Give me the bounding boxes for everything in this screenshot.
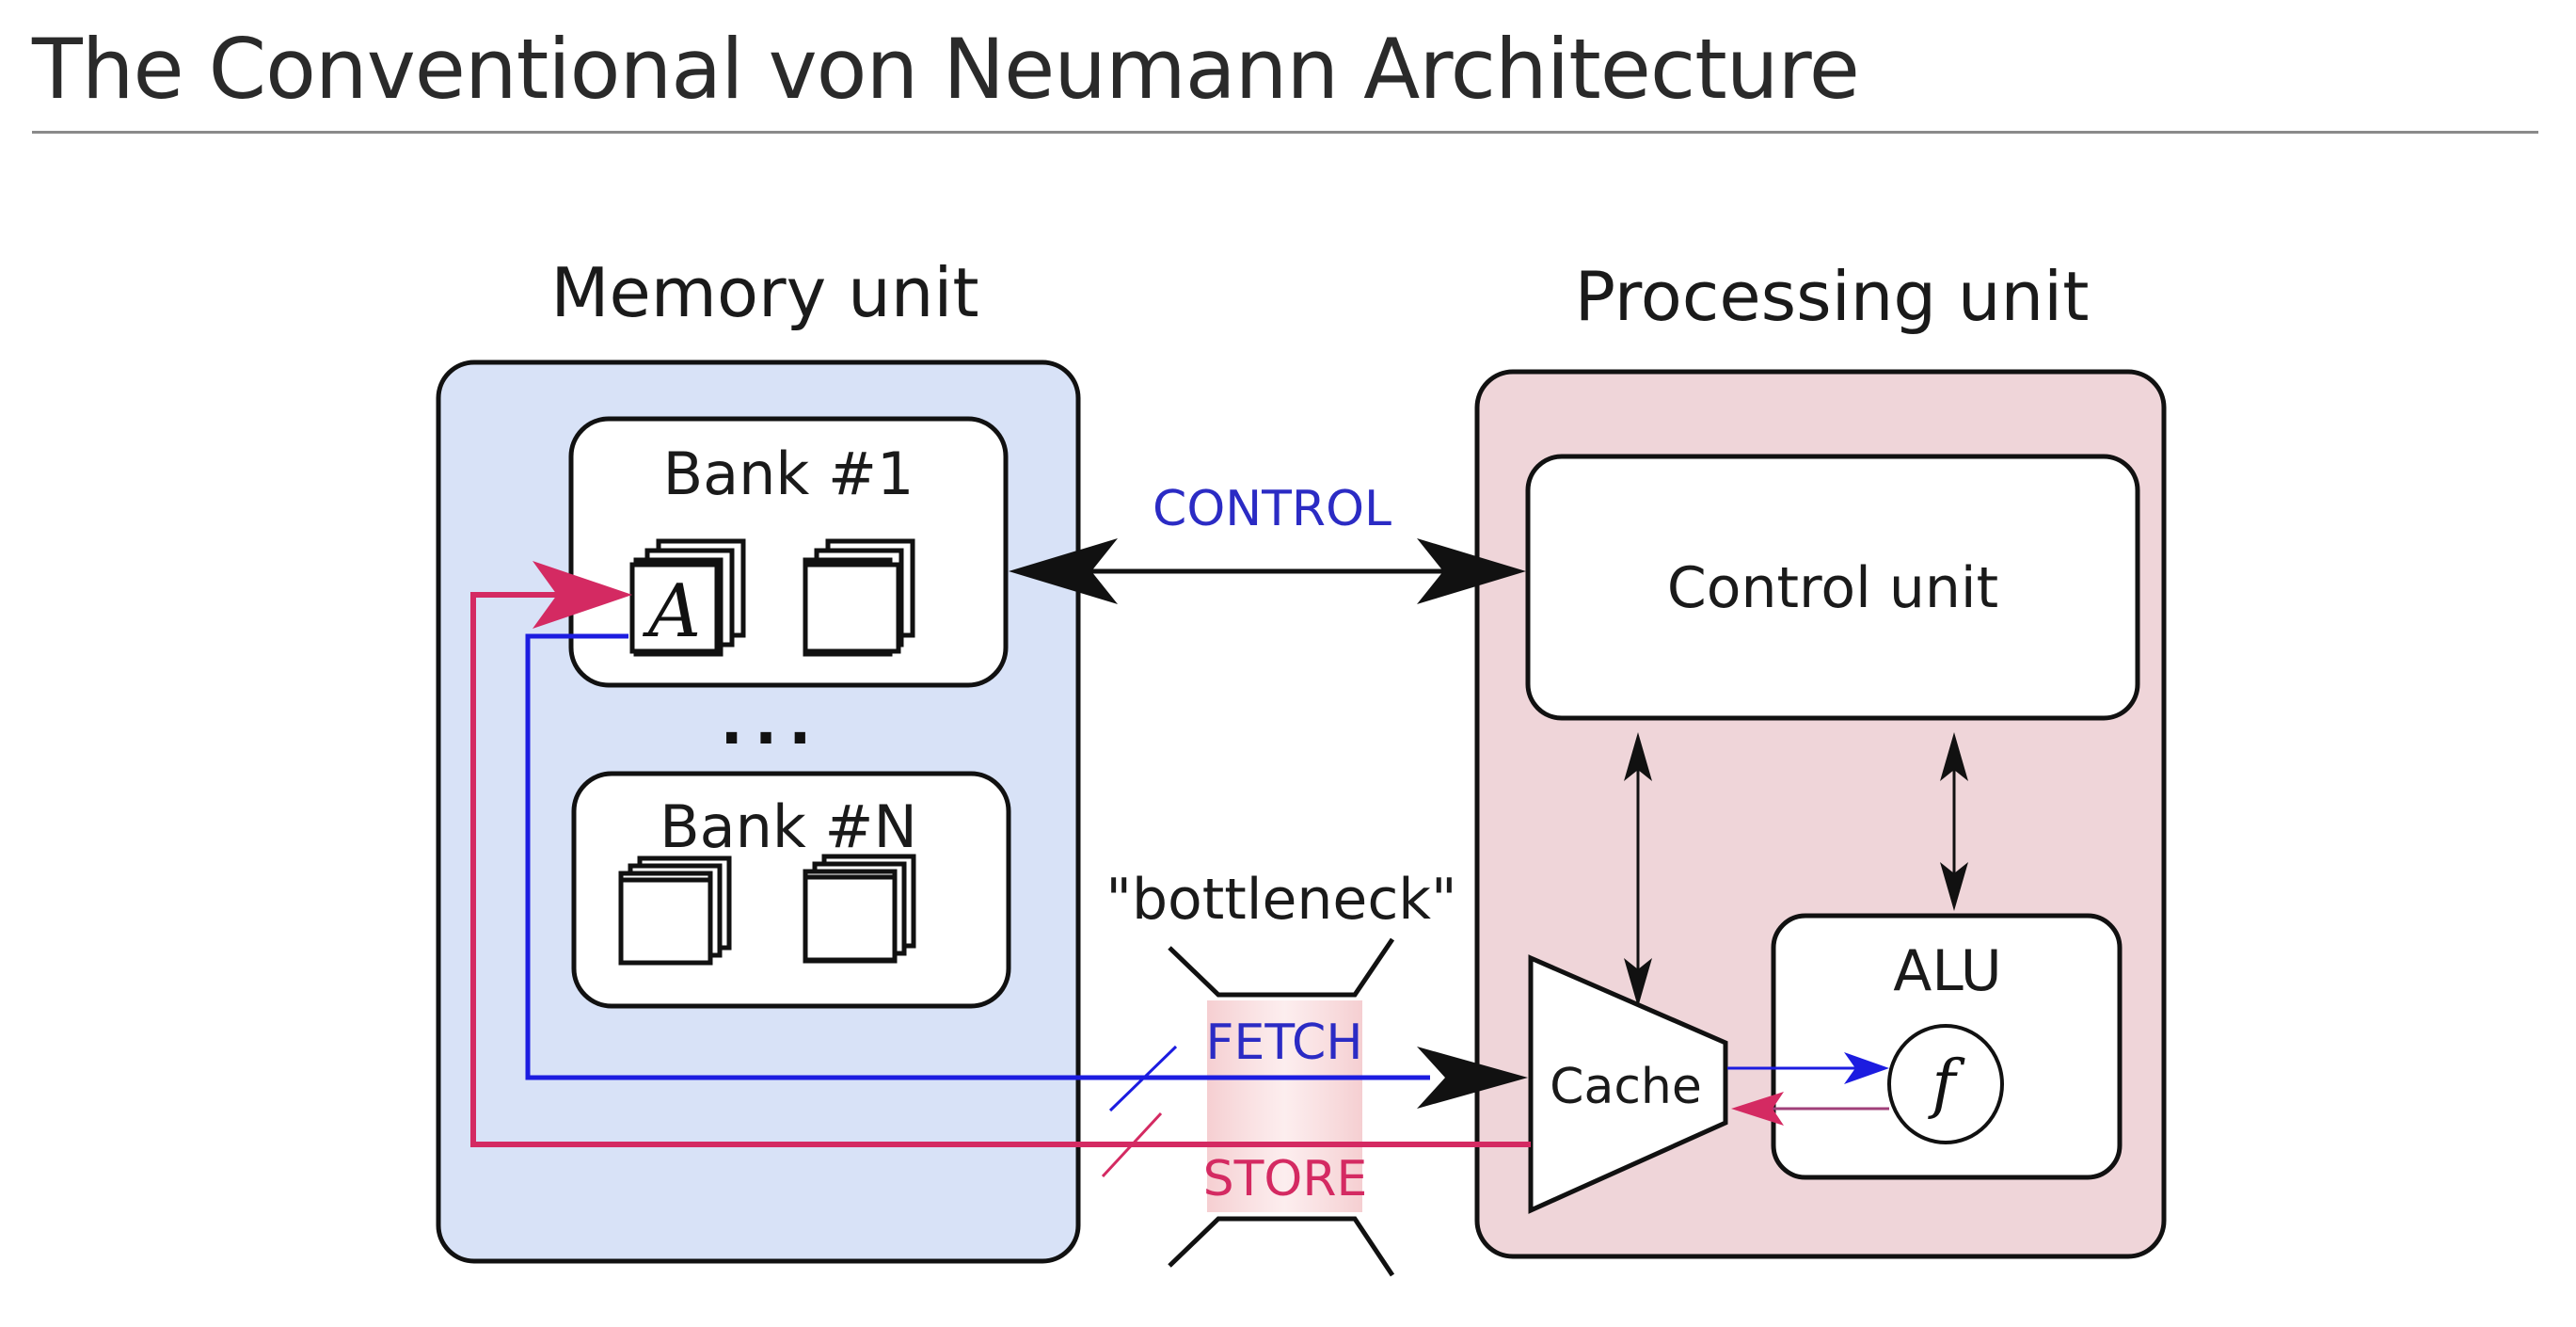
banks-ellipsis: ...: [721, 689, 823, 759]
fetch-bus: [525, 633, 1528, 1112]
alu-label: ALU: [1893, 938, 2001, 1004]
control-alu-arrow: [1940, 732, 1968, 911]
bank-1-label: Bank #1: [663, 440, 914, 508]
control-bus-label: CONTROL: [1153, 481, 1391, 537]
memory-cell-a-label: A: [643, 569, 701, 654]
control-bus-arrow: [1009, 538, 1526, 604]
title-divider: [32, 131, 2538, 134]
cache-to-alu-arrow: [1727, 1052, 1889, 1084]
bottleneck-glow: [1207, 1000, 1362, 1212]
bottleneck-label: "bottleneck": [1105, 867, 1456, 933]
memory-cell-stack: [803, 854, 916, 964]
alu-function-circle: [1887, 1024, 2004, 1144]
bottleneck-bottom-bracket: [1168, 1216, 1395, 1277]
control-unit-box: [1525, 454, 2140, 721]
cache-shape: [1528, 954, 1728, 1214]
bank-1: Bank #1 A: [568, 416, 1009, 688]
control-unit-label: Control unit: [1667, 555, 1998, 621]
control-cache-arrow: [1624, 732, 1652, 1007]
alu-to-cache-arrow: [1731, 1092, 1889, 1126]
memory-unit-heading: Memory unit: [550, 253, 978, 332]
processing-unit-heading: Processing unit: [1575, 257, 2090, 336]
cache-label: Cache: [1550, 1059, 1702, 1115]
memory-cell-stack-a: A: [629, 538, 746, 657]
slide-title: The Conventional von Neumann Architectur…: [32, 21, 1860, 118]
memory-cell-stack: [803, 538, 915, 657]
store-label: STORE: [1203, 1151, 1368, 1207]
bottleneck-top-bracket: [1168, 937, 1395, 998]
store-bus: [470, 561, 1531, 1178]
bank-n-label: Bank #N: [660, 792, 917, 861]
bank-n: Bank #N: [571, 771, 1011, 1009]
fetch-label: FETCH: [1206, 1015, 1363, 1071]
memory-cell-stack: [618, 855, 732, 966]
